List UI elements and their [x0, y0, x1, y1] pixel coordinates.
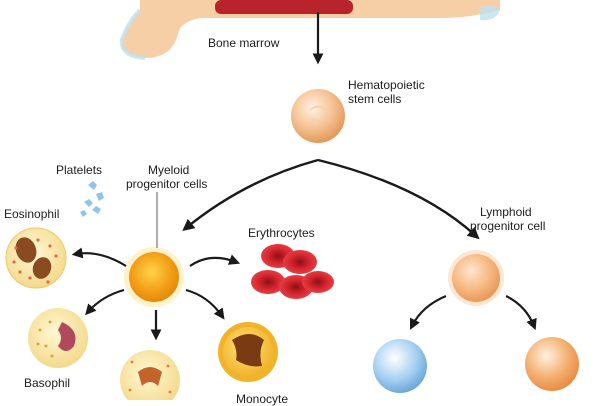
monocyte-label: Monocyte	[236, 392, 289, 406]
hematopoietic-stem-cells-label: Hematopoietic stem cells	[348, 78, 425, 106]
erythrocytes-label: Erythrocytes	[248, 226, 315, 240]
lymphoid-progenitor-label: Lymphoid progenitor cell	[470, 205, 545, 233]
platelets-label: Platelets	[56, 163, 103, 177]
arrow-to-monocyte	[185, 288, 225, 320]
arrow-stem-to-myeloid	[182, 158, 319, 232]
arrow-to-erythrocytes	[189, 254, 241, 267]
neutrophil-icon	[120, 350, 180, 400]
eosinophil-icon	[5, 227, 67, 289]
eosinophil-label: Eosinophil	[4, 207, 60, 221]
arrow-to-lymphocyte-orange	[505, 295, 537, 331]
basophil-label: Basophil	[24, 376, 71, 390]
lymphoid-progenitor-cell-icon	[448, 250, 504, 306]
monocyte-icon	[218, 322, 278, 382]
lymphoid-label-line2: progenitor cell	[470, 219, 546, 233]
myeloid-label-line1: Myeloid	[148, 163, 190, 177]
lymphoid-label-line1: Lymphoid	[480, 205, 532, 219]
bone-marrow-label: Bone marrow	[208, 36, 280, 50]
hsc-label-line2: stem cells	[348, 92, 402, 106]
arrow-to-basophil	[85, 288, 125, 316]
platelets-icon	[80, 181, 104, 217]
myeloid-label-line2: progenitor cells	[126, 177, 208, 191]
arrow-to-eosinophil	[71, 247, 127, 267]
hsc-label-line1: Hematopoietic	[348, 78, 425, 92]
basophil-icon	[28, 308, 88, 368]
erythrocytes-icon	[251, 244, 334, 299]
stem-cell-icon	[291, 89, 345, 143]
lymphocyte-blue-icon	[373, 339, 427, 393]
arrow-stem-to-lymphoid	[317, 158, 480, 240]
lymphocyte-orange-icon	[525, 337, 579, 391]
arrow-to-lymphocyte-blue	[410, 294, 447, 330]
myeloid-progenitor-cell-icon	[124, 247, 184, 307]
myeloid-progenitor-label: Myeloid progenitor cells	[126, 163, 207, 191]
arm-bone-icon	[119, 0, 500, 60]
